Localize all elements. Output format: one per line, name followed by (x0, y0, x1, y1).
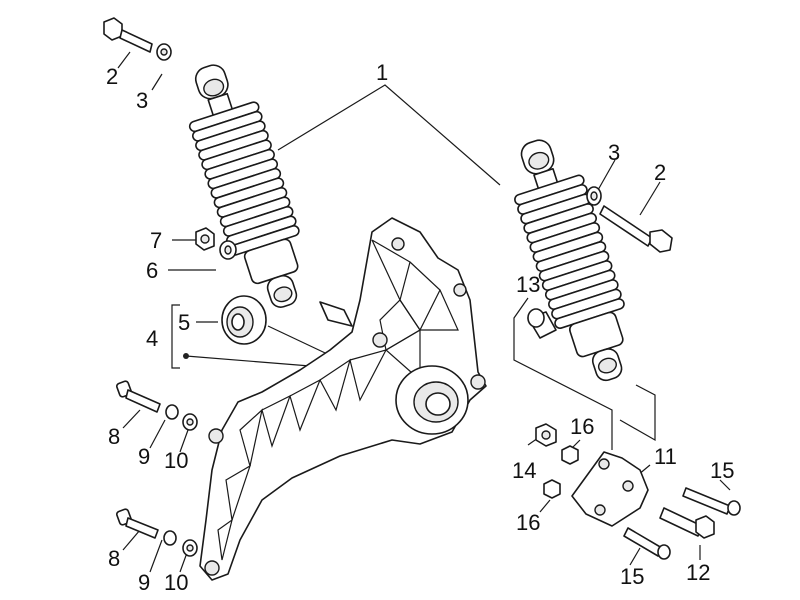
bolt-part-8-lower (116, 508, 159, 539)
label-13: 13 (516, 272, 540, 297)
label-5: 5 (178, 310, 190, 335)
label-9-upper: 9 (138, 444, 150, 469)
label-12: 12 (686, 560, 710, 585)
washer-part-9-lower (163, 530, 177, 546)
label-8-lower: 8 (108, 546, 120, 571)
label-4: 4 (146, 326, 158, 351)
swing-arm (199, 217, 487, 581)
label-2-right: 2 (654, 160, 666, 185)
bearing-part-5 (221, 295, 267, 345)
label-7: 7 (150, 228, 162, 253)
washer-part-9-upper (165, 404, 179, 420)
label-1: 1 (376, 60, 388, 85)
nut-part-7 (195, 227, 215, 251)
bolt-part-2-right (599, 205, 673, 253)
callout-labels: 1 2 3 3 2 7 6 5 4 8 9 10 8 9 10 13 14 16… (106, 60, 734, 595)
label-10-lower: 10 (164, 570, 188, 595)
bolt-part-15-lower (623, 527, 671, 560)
nut-part-16-lower (543, 479, 561, 499)
label-9-lower: 9 (138, 570, 150, 595)
bolt-part-8-upper (116, 380, 161, 413)
label-3-left: 3 (136, 88, 148, 113)
label-14: 14 (512, 458, 536, 483)
washer-part-3-left (156, 43, 172, 61)
label-6: 6 (146, 258, 158, 283)
label-15-right: 15 (710, 458, 734, 483)
right-shock-absorber (514, 139, 625, 382)
label-16-lower: 16 (516, 510, 540, 535)
bolt-part-12 (659, 507, 715, 539)
washer-part-3-right (586, 186, 602, 206)
washer-part-6 (219, 240, 237, 260)
nut-part-16-upper (561, 445, 579, 465)
nut-part-14 (535, 423, 557, 447)
bolt-part-2-left (103, 17, 153, 53)
bolt-part-15-right (682, 487, 741, 516)
left-shock-absorber (188, 64, 300, 308)
label-15-lower: 15 (620, 564, 644, 589)
label-11: 11 (654, 444, 677, 469)
bracket-part-11 (571, 451, 649, 527)
bushing-part-13 (527, 308, 557, 339)
label-10-upper: 10 (164, 448, 188, 473)
washer-part-10-lower (182, 539, 198, 557)
label-8-upper: 8 (108, 424, 120, 449)
label-2-left: 2 (106, 64, 118, 89)
bullet-dot (183, 353, 189, 359)
label-3-right: 3 (608, 140, 620, 165)
leader-lines (117, 51, 731, 573)
label-16-upper: 16 (570, 414, 594, 439)
washer-part-10-upper (182, 413, 198, 431)
